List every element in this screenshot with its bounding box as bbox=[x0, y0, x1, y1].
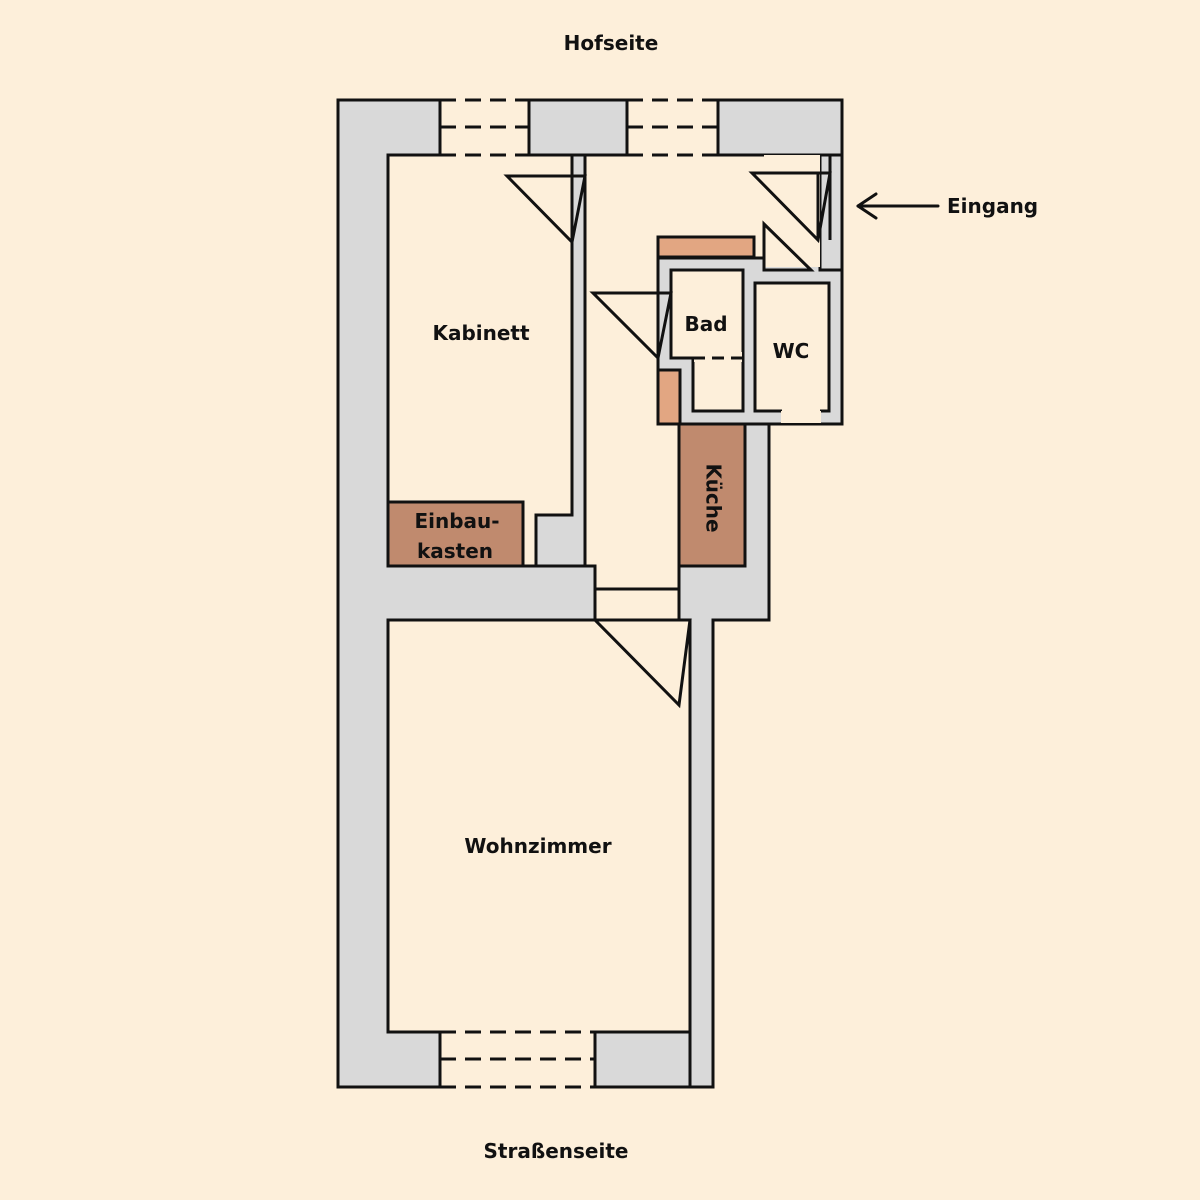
label-einbaukasten-2: kasten bbox=[417, 539, 493, 563]
label-wohnzimmer: Wohnzimmer bbox=[464, 834, 611, 858]
partition-wall-kabinett bbox=[534, 153, 587, 568]
einbaukasten bbox=[386, 500, 525, 568]
wc-room bbox=[753, 281, 831, 413]
wc-gap-cover bbox=[781, 411, 821, 423]
label-wc: WC bbox=[773, 339, 810, 363]
cabinet-top bbox=[656, 235, 756, 259]
cabinet-small bbox=[656, 368, 682, 426]
label-kueche: Küche bbox=[702, 463, 726, 532]
label-eingang: Eingang bbox=[947, 194, 1038, 218]
living-door-frame bbox=[593, 587, 681, 622]
bad-room bbox=[669, 268, 745, 360]
door-swings bbox=[503, 171, 832, 709]
wall-pier-top-middle bbox=[527, 98, 629, 157]
label-strassenseite: Straßenseite bbox=[484, 1139, 629, 1163]
wall-pier-top-right bbox=[716, 98, 844, 157]
label-einbaukasten-1: Einbau- bbox=[414, 509, 499, 533]
entrance-arrow-icon bbox=[856, 192, 940, 220]
label-kabinett: Kabinett bbox=[432, 321, 530, 345]
room-fills bbox=[669, 268, 831, 413]
bad-room-lower bbox=[691, 356, 745, 413]
label-bad: Bad bbox=[684, 312, 727, 336]
label-hofseite: Hofseite bbox=[564, 31, 659, 55]
windows bbox=[440, 98, 718, 1089]
kueche bbox=[677, 422, 747, 568]
